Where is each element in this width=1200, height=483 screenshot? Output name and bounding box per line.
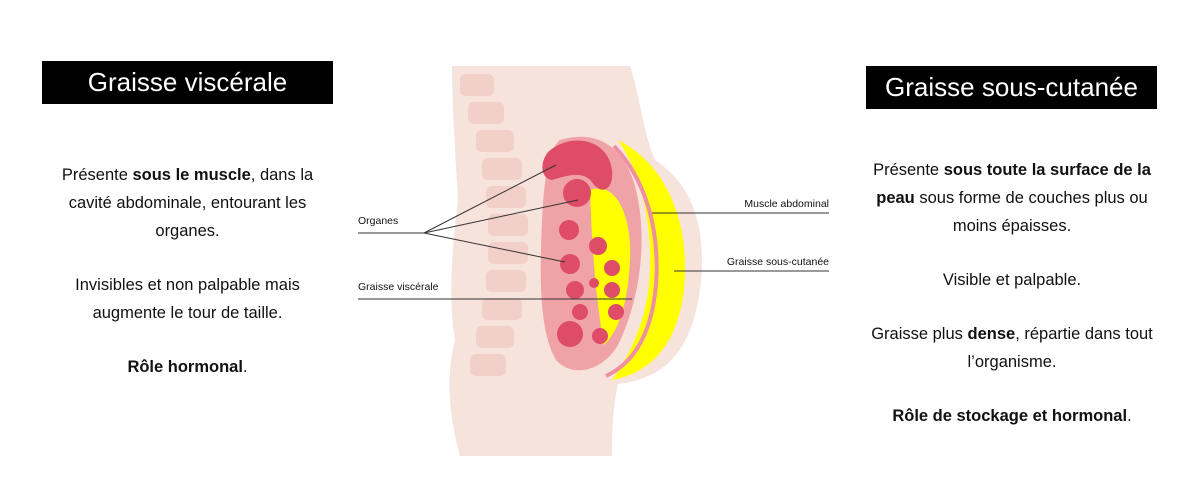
subcutaneous-density-text: Graisse plus dense, répartie dans tout l…	[871, 325, 1153, 371]
visceral-fat-title: Graisse viscérale	[42, 61, 333, 104]
subcutaneous-fat-title-text: Graisse sous-cutanée	[885, 72, 1138, 102]
subcutaneous-fat-layer	[612, 140, 686, 380]
subcutaneous-fat-title: Graisse sous-cutanée	[866, 66, 1157, 109]
organs	[542, 140, 624, 347]
visceral-location-text: Présente sous le muscle, dans la cavité …	[61, 166, 314, 240]
leader-lines	[358, 164, 829, 300]
stomach-organ	[542, 140, 613, 190]
label-muscle-abdominal: Muscle abdominal	[744, 198, 829, 210]
abdominal-muscle	[605, 144, 659, 378]
label-organes: Organes	[358, 215, 398, 227]
subcutaneous-location-text: Présente sous toute la surface de la pea…	[873, 161, 1151, 235]
spine	[460, 74, 528, 376]
visceral-fat-description: Présente sous le muscle, dans la cavité …	[42, 161, 333, 407]
visceral-visibility-text: Invisibles et non palpable mais augmente…	[75, 276, 300, 322]
subcutaneous-visibility-text: Visible et palpable.	[942, 271, 1082, 289]
label-graisse-sous-cutanee: Graisse sous-cutanée	[727, 256, 829, 268]
subcutaneous-fat-description: Présente sous toute la surface de la pea…	[858, 156, 1166, 456]
label-graisse-viscerale: Graisse viscérale	[358, 281, 439, 293]
subcutaneous-role-text: Rôle de stockage et hormonal.	[892, 407, 1132, 425]
visceral-fat-title-text: Graisse viscérale	[87, 67, 288, 97]
visceral-role-text: Rôle hormonal.	[127, 358, 248, 376]
